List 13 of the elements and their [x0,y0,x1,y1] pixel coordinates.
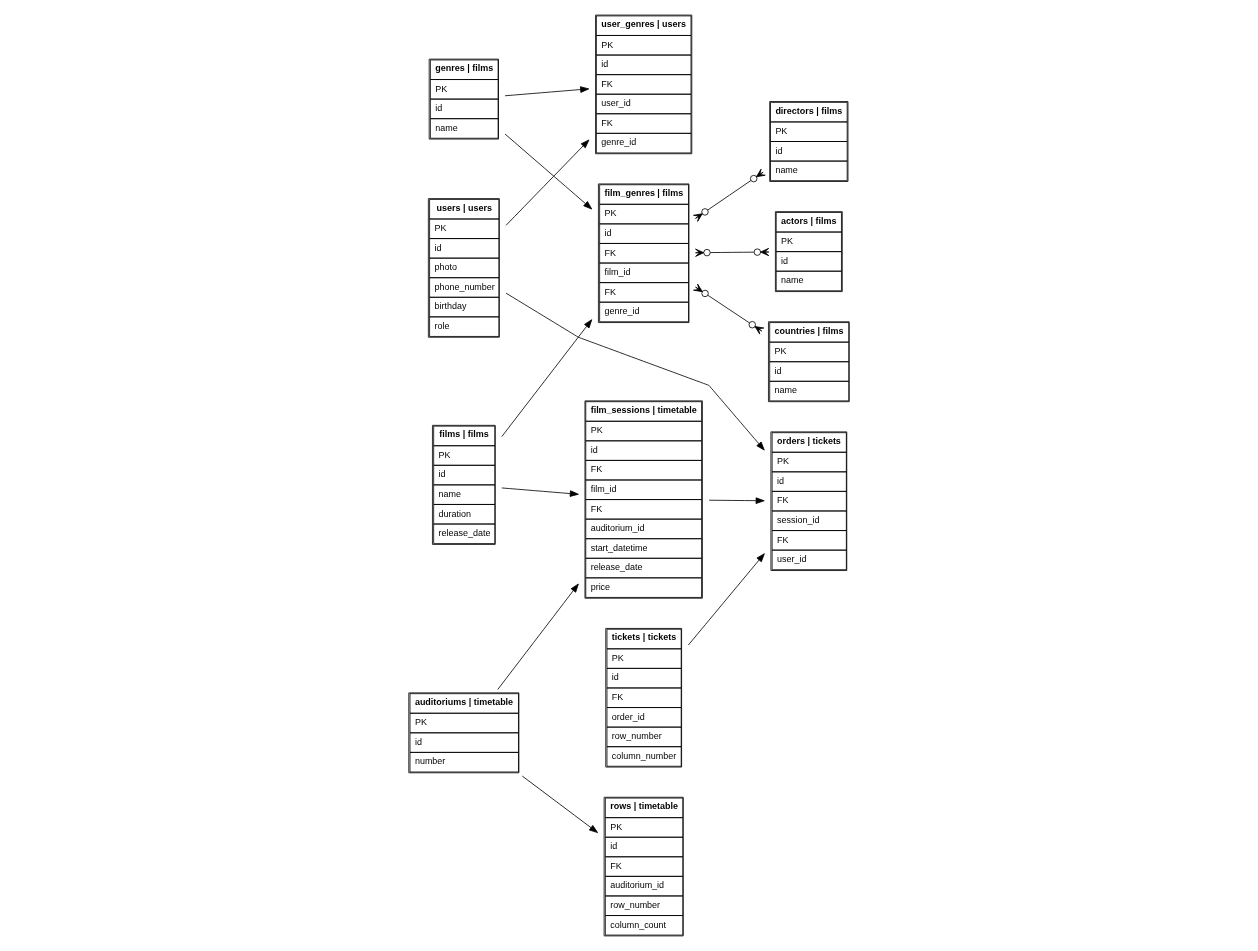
connector [693,283,765,335]
arrow [687,553,765,646]
arrow [504,133,593,210]
arrow [505,139,590,226]
arrow [501,487,579,497]
arrow [501,319,593,437]
connector [695,247,770,257]
arrow [505,292,765,451]
connector [693,168,766,222]
arrow [521,775,598,833]
arrow [708,497,765,504]
arrow [497,583,579,690]
arrow [504,86,590,97]
